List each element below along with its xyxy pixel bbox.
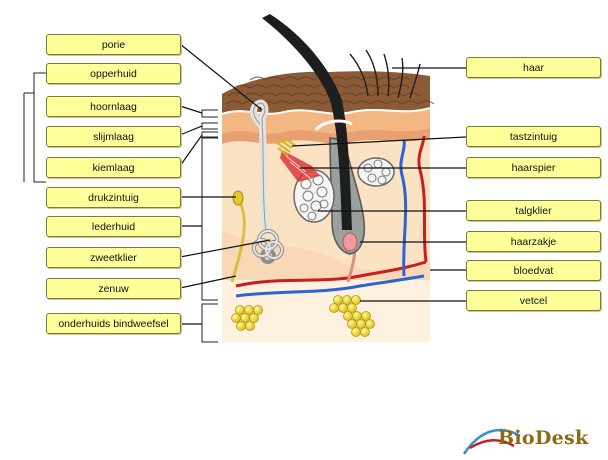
label-zenuw[interactable]: zenuw <box>46 278 181 299</box>
label-tastzintuig[interactable]: tastzintuig <box>466 126 601 147</box>
label-haar[interactable]: haar <box>466 57 601 78</box>
biodesk-logo-mark <box>462 428 521 455</box>
label-talgklier[interactable]: talgklier <box>466 200 601 221</box>
surface-hairs <box>349 49 421 99</box>
label-porie[interactable]: porie <box>46 34 181 55</box>
label-haarspier[interactable]: haarspier <box>466 157 601 178</box>
biodesk-logo: BioDesk <box>462 425 602 457</box>
sebaceous-gland-right <box>357 157 395 187</box>
fat-cluster-left <box>231 305 263 331</box>
blood-vessel-blue-horizontal <box>235 274 425 298</box>
opperhuid-bracket <box>23 72 46 183</box>
label-lederhuid[interactable]: lederhuid <box>46 216 181 237</box>
dermis-shading <box>222 230 430 280</box>
label-vetcel[interactable]: vetcel <box>466 290 601 311</box>
hair-papilla <box>342 232 358 252</box>
leader-lines <box>179 43 467 325</box>
biodesk-logo-text: BioDesk <box>498 427 589 449</box>
label-hoornlaag[interactable]: hoornlaag <box>46 96 181 117</box>
hair-muscle-shape <box>280 150 320 182</box>
sweat-duct-outline <box>253 102 267 233</box>
fat-cluster-right <box>329 295 375 337</box>
hair-muscle-striations <box>285 155 311 179</box>
pressure-receptor-shape <box>232 190 244 206</box>
follicle-opening <box>314 119 353 132</box>
blood-vessel-blue-vertical <box>399 139 408 277</box>
label-slijmlaag[interactable]: slijmlaag <box>46 126 181 147</box>
label-drukzintuig[interactable]: drukzintuig <box>46 187 181 208</box>
layer-brackets <box>201 109 218 343</box>
skin-surface <box>222 71 430 114</box>
blood-vessel-red-horizontal <box>235 260 427 288</box>
label-onderhuids-bindweefsel[interactable]: onderhuids bindweefsel <box>46 313 181 334</box>
kiemlaag-band <box>222 128 430 144</box>
blood-vessel-red-vertical <box>417 135 428 263</box>
label-zweetklier[interactable]: zweetklier <box>46 247 181 268</box>
hair-shaft-shape <box>262 14 352 230</box>
sweat-gland-inner <box>253 230 283 259</box>
label-bloedvat[interactable]: bloedvat <box>466 260 601 281</box>
label-haarzakje[interactable]: haarzakje <box>466 231 601 252</box>
touch-receptor-shape <box>275 137 297 157</box>
label-kiemlaag[interactable]: kiemlaag <box>46 157 181 178</box>
label-opperhuid[interactable]: opperhuid <box>46 63 181 84</box>
